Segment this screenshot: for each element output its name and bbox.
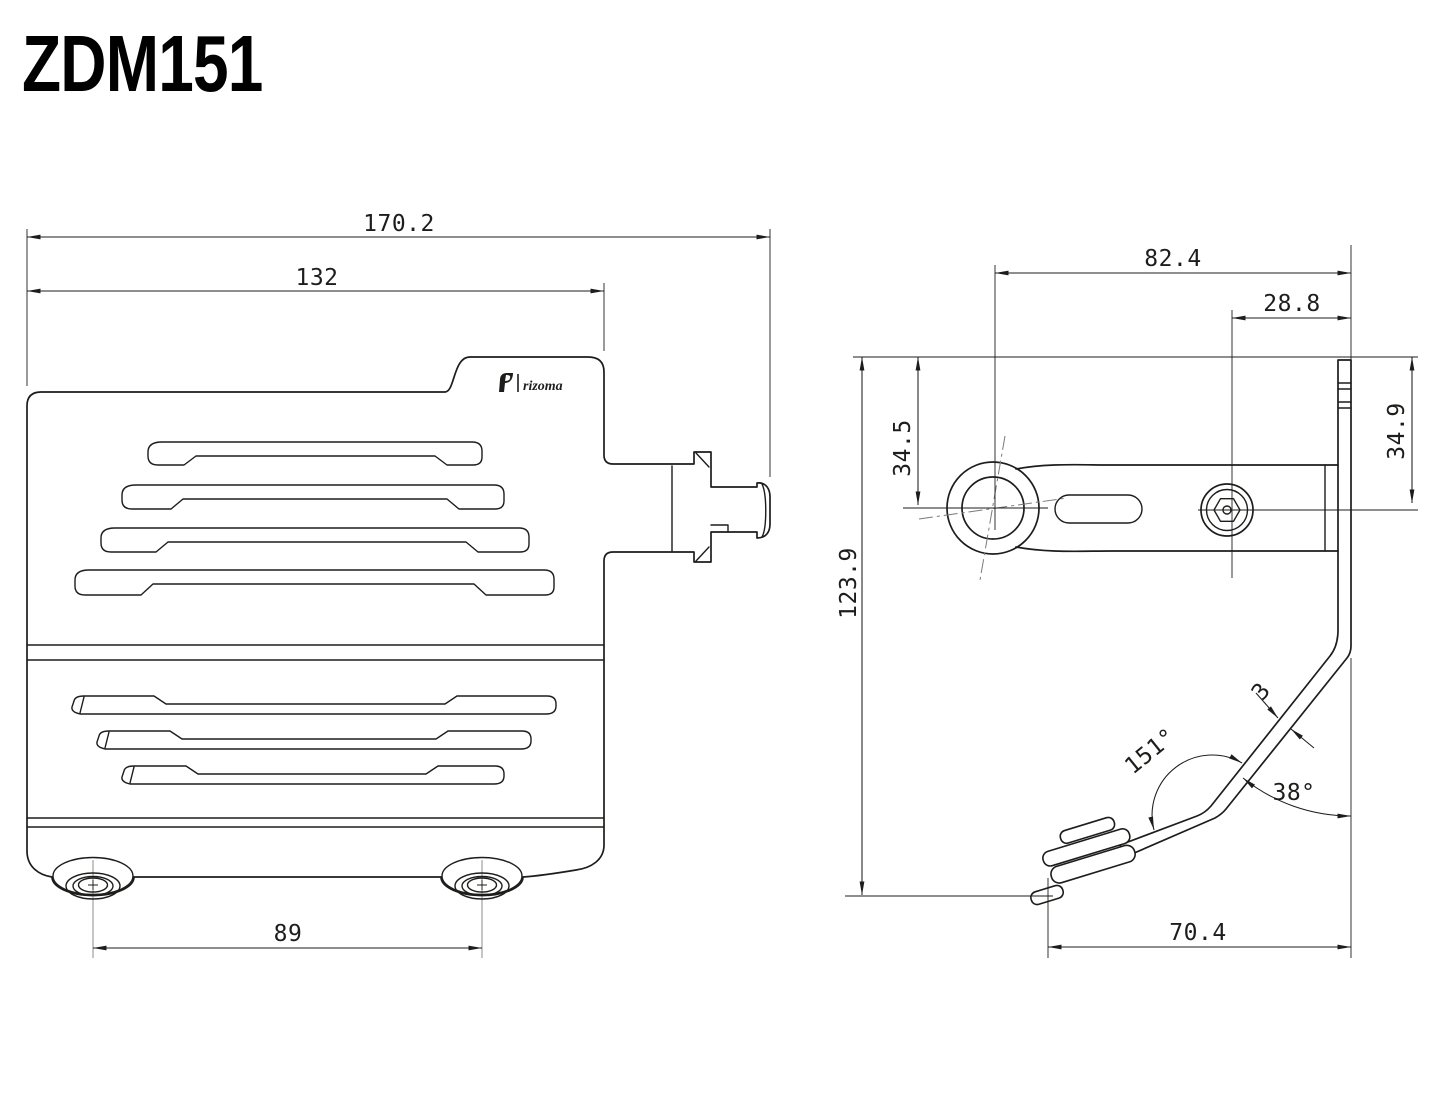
dim-hole-center-label: 34.9 (1384, 402, 1410, 459)
dim-foot-offset-label: 70.4 (1169, 920, 1226, 946)
dim-overall-width: 170.2 (26, 211, 771, 477)
body-grooves (26, 644, 605, 828)
bracket-plate (1119, 359, 1352, 858)
dim-hole-offset: 28.8 (1232, 291, 1351, 321)
plate-serrations (1337, 382, 1352, 409)
dim-hole-center-from-top: 34.9 (1384, 357, 1415, 503)
dim-strap-angle-label: 38° (1272, 780, 1315, 806)
dim-overall-depth-label: 82.4 (1144, 246, 1201, 272)
page-title: ZDM151 (22, 19, 263, 108)
side-view: 82.4 28.8 34.5 34.9 123.9 70.4 3 (836, 245, 1418, 958)
dim-mount-hole-spacing: 89 (93, 921, 482, 951)
mount-grommet (52, 856, 134, 958)
dim-overall-depth: 82.4 (995, 246, 1351, 276)
dim-cover-width: 132 (27, 265, 605, 351)
dim-foot-offset: 70.4 (1048, 920, 1351, 950)
dim-arm-center-from-top: 34.5 (890, 357, 921, 505)
dim-hole-offset-label: 28.8 (1263, 291, 1320, 317)
front-view: rizoma 170.2 132 89 (26, 211, 771, 958)
dim-bend-angle-label: 151° (1120, 723, 1181, 779)
brand-logo-text: rizoma (523, 379, 563, 394)
rizoma-glyph-icon (499, 373, 513, 392)
mount-grommet (441, 856, 523, 958)
knob-detail (671, 452, 767, 562)
dim-mount-spacing-label: 89 (274, 921, 303, 947)
arm-slot (1054, 494, 1143, 524)
louver-slat (100, 527, 530, 553)
foot-pad (1030, 816, 1136, 906)
dim-strap-angle: 38° (1242, 777, 1352, 819)
dim-plate-thickness-label: 3 (1247, 678, 1276, 705)
cover-body-outline (26, 356, 771, 897)
louver-slat (74, 569, 555, 596)
dim-bend-angle: 151° (1120, 723, 1243, 831)
dim-overall-width-label: 170.2 (363, 211, 435, 237)
dim-overall-height: 123.9 (836, 357, 865, 895)
louver-slat (96, 730, 532, 750)
louver-slat (147, 441, 483, 466)
louver-slat (71, 695, 557, 715)
louver-slat (121, 484, 505, 510)
dim-cover-width-label: 132 (295, 265, 338, 291)
brand-logo: rizoma (499, 373, 563, 394)
louver-slat (121, 765, 505, 785)
dim-overall-height-label: 123.9 (836, 547, 862, 619)
dim-arm-center-label: 34.5 (890, 419, 916, 476)
mounting-arm (1015, 463, 1339, 553)
